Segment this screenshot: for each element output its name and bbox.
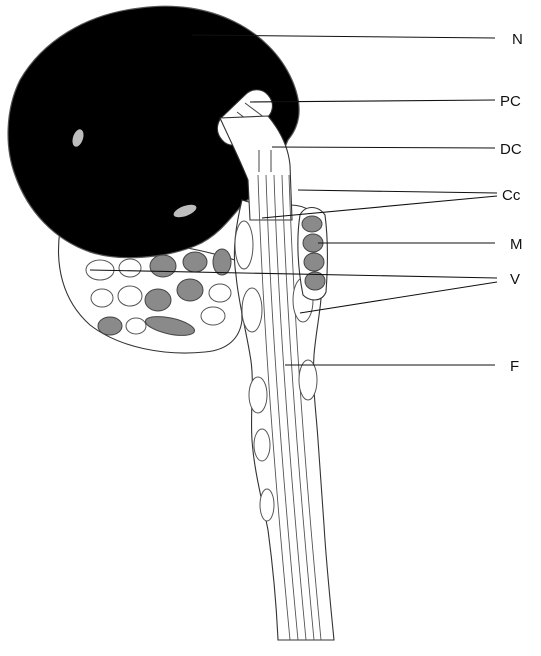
mitochondrion xyxy=(177,279,203,301)
vesicle xyxy=(91,289,113,307)
mitochondria-column xyxy=(298,208,328,300)
label-f: F xyxy=(510,358,519,375)
label-dc: DC xyxy=(500,141,522,158)
leader-cc-1 xyxy=(298,190,497,193)
vesicle xyxy=(254,429,270,461)
label-v: V xyxy=(510,271,520,288)
vesicle xyxy=(118,286,142,306)
mitochondrion xyxy=(145,289,171,311)
mitochondrion xyxy=(213,249,231,275)
vesicle xyxy=(126,318,146,334)
vesicle xyxy=(260,489,274,521)
mitochondrion xyxy=(302,216,322,232)
vesicle xyxy=(119,259,141,277)
label-m: M xyxy=(510,236,523,253)
label-pc: PC xyxy=(500,93,521,110)
vesicle xyxy=(299,360,317,400)
leader-v-2 xyxy=(300,282,497,313)
vesicle xyxy=(201,307,225,325)
vesicle xyxy=(209,284,231,302)
leader-dc xyxy=(272,147,495,148)
mitochondrion xyxy=(304,253,324,271)
mitochondrion xyxy=(98,317,122,335)
vesicle xyxy=(235,221,253,269)
mitochondrion xyxy=(150,255,176,277)
label-n: N xyxy=(512,31,523,48)
vesicle xyxy=(242,288,262,332)
label-cc: Cc xyxy=(502,187,521,204)
vesicle xyxy=(249,377,267,413)
mitochondrion xyxy=(183,252,207,272)
